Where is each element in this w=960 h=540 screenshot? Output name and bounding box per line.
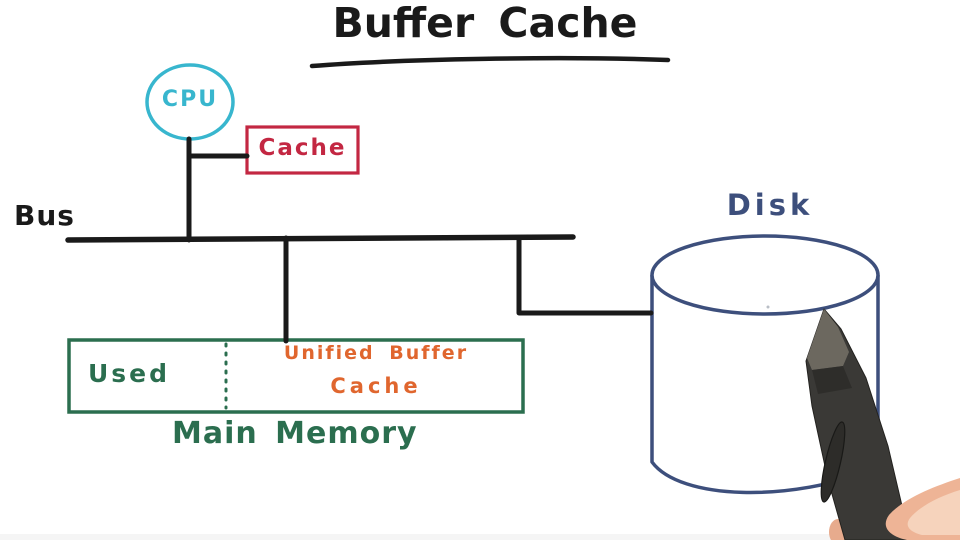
unified-buffer-cache-label-line2: Cache	[330, 374, 422, 398]
disk-label: Disk	[726, 188, 814, 222]
main-memory-label: Main Memory	[172, 416, 418, 451]
stylus-pen-grip-band	[812, 366, 852, 394]
fingertip-highlight	[907, 490, 960, 535]
cache-box	[245, 125, 360, 175]
main-memory-box	[67, 338, 525, 414]
disk-surface-dot	[766, 305, 770, 309]
stylus-pen-tip	[807, 309, 849, 370]
diagram-title: Buffer Cache	[332, 0, 638, 47]
cache-label: Cache	[258, 135, 347, 161]
title-underline	[309, 55, 671, 69]
bus-to-disk-line	[516, 235, 654, 316]
bus-line	[65, 234, 576, 243]
bottom-band	[0, 534, 960, 540]
disk-cylinder-top	[650, 234, 880, 316]
stylus-side-button	[820, 421, 846, 503]
used-segment-label: Used	[88, 359, 171, 388]
connector-lines	[65, 55, 671, 344]
bus-label: Bus	[14, 199, 75, 232]
unified-buffer-cache-label-line1: Unified Buffer	[283, 342, 469, 364]
stylus-and-hand-overlay	[805, 308, 960, 540]
cpu-label: CPU	[161, 87, 219, 112]
